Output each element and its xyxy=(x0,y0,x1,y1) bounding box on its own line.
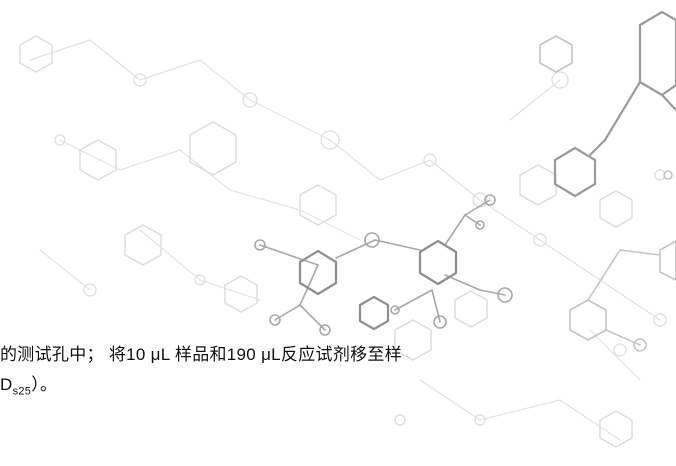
od-label: D xyxy=(0,375,13,394)
od-subscript: s25 xyxy=(12,385,32,398)
body-text-line-1: 的测试孔中； 将10 μL 样品和190 μL反应试剂移至样 xyxy=(0,345,403,364)
line-2-tail: ）。 xyxy=(31,375,58,394)
body-text-line-2: Ds25）。 xyxy=(0,370,57,397)
